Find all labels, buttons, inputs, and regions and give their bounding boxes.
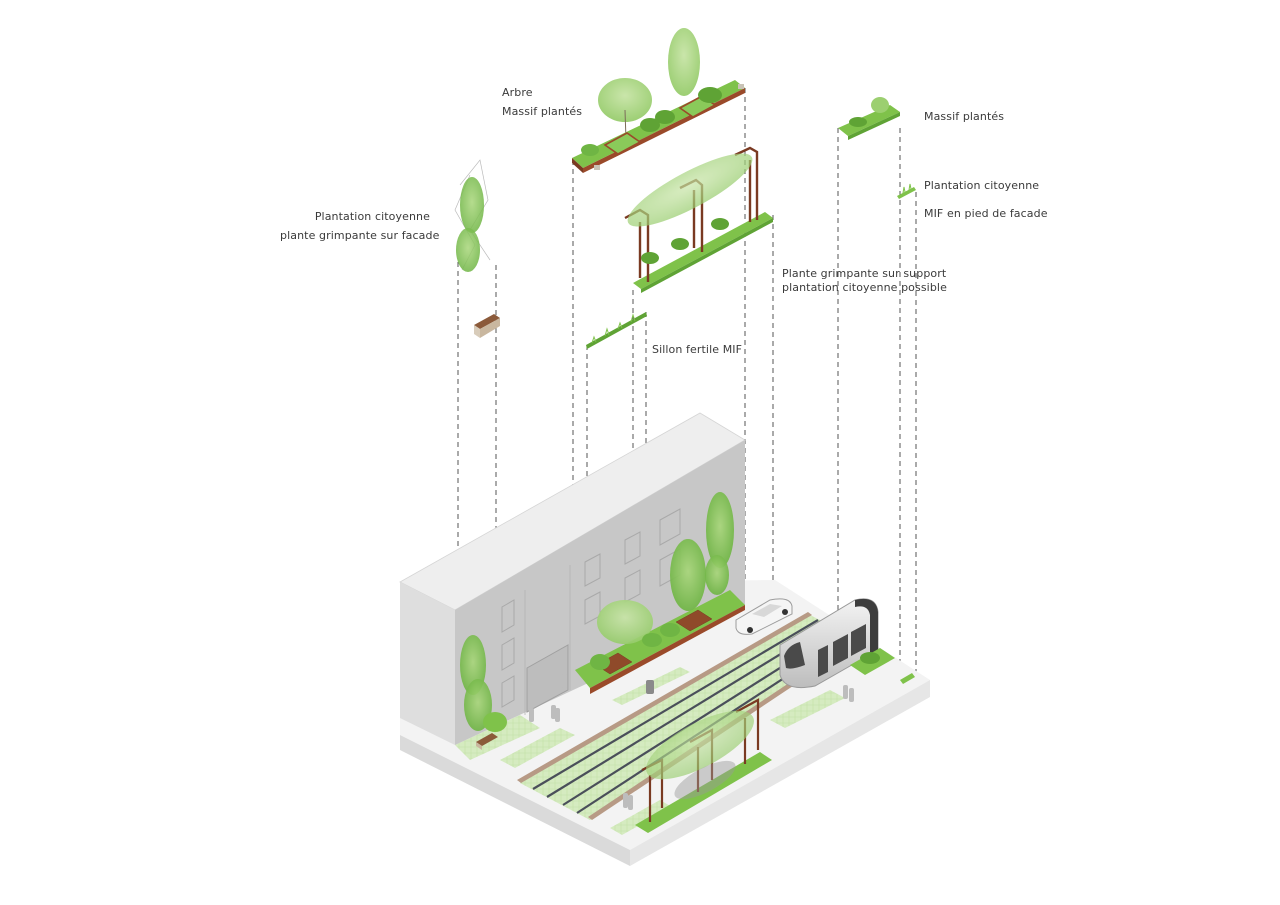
round-tree	[598, 78, 652, 122]
ground-massif-right	[850, 648, 915, 684]
label-line: Plantation citoyenne	[924, 179, 1040, 192]
corner-stone	[594, 165, 600, 170]
pergola-strip-edge	[641, 218, 773, 293]
car	[735, 598, 793, 635]
tree-planter-strip	[572, 28, 745, 173]
window	[501, 637, 515, 671]
pedestrian	[551, 705, 556, 719]
tram-window	[833, 634, 848, 666]
building	[399, 412, 746, 745]
front-paving	[770, 690, 845, 728]
label-massif-right: Massif plantés	[924, 110, 1004, 124]
tall-tree	[668, 28, 700, 96]
window	[624, 569, 641, 603]
ground-pergola	[635, 698, 772, 833]
tram-track-bed	[520, 615, 860, 820]
sidewalk-paving	[455, 715, 540, 760]
window	[624, 531, 641, 565]
label-line: Massif plantés	[502, 105, 583, 118]
window	[584, 553, 601, 587]
pedestrian	[555, 708, 560, 722]
strip-edge-left	[572, 158, 583, 173]
ground-tree	[597, 600, 653, 644]
label-arbre-massif: Arbre Massif plantés	[502, 86, 582, 119]
tram-window	[851, 624, 866, 656]
pedestrian	[562, 674, 567, 688]
ground-tree	[670, 539, 706, 611]
label-line: MIF en pied de facade	[924, 207, 1048, 220]
label-pergola: Plante grimpante sur support plantation …	[782, 267, 947, 295]
cyclist	[646, 680, 654, 694]
bench	[474, 314, 500, 338]
window	[659, 508, 681, 546]
ground-bench	[476, 733, 498, 750]
label-line: Plantation citoyenne	[314, 210, 430, 223]
label-line: Plante grimpante sur support	[782, 267, 947, 280]
pedestrian	[843, 685, 848, 699]
building-side	[400, 582, 455, 745]
track-curb	[517, 612, 812, 783]
ground-slab-edge-left	[400, 735, 630, 866]
label-facade-climber: Plantation citoyenne plante grimpante su…	[280, 210, 440, 243]
label-line: Sillon fertile MIF	[652, 343, 743, 356]
label-sillon: Sillon fertile MIF	[652, 343, 742, 357]
label-line: plante grimpante sur facade	[280, 229, 440, 242]
front-paving	[610, 800, 672, 835]
pedestrian	[623, 793, 628, 808]
pedestrians	[529, 674, 854, 810]
label-line: Massif plantés	[924, 110, 1005, 123]
sidewalk-strip	[500, 728, 575, 768]
pergola-climber-strip	[624, 146, 773, 293]
tree-pit	[603, 132, 642, 155]
corner-stone	[738, 84, 744, 89]
ground-slab-edge-right	[630, 680, 930, 866]
massif-planter-right	[838, 97, 900, 140]
rail	[532, 619, 819, 790]
garage-door	[526, 644, 569, 713]
pedestrian	[529, 708, 534, 722]
window	[501, 599, 515, 633]
mif-facade-strip	[897, 183, 916, 199]
ground-planter-strip	[575, 539, 745, 694]
facade-climber	[454, 159, 491, 272]
pedestrian	[849, 688, 854, 702]
facade-windows	[501, 508, 681, 708]
label-line: plantation citoyenne possible	[782, 281, 947, 294]
window	[501, 675, 515, 708]
sillon-fertile-strip	[586, 312, 647, 349]
label-line: Arbre	[502, 86, 533, 99]
pergola-frame	[734, 146, 759, 220]
tram-door	[818, 645, 828, 677]
label-mif-facade: Plantation citoyenne MIF en pied de faca…	[924, 179, 1048, 221]
street-base	[400, 580, 930, 866]
pedestrian	[628, 795, 633, 810]
bench-seat	[474, 314, 500, 329]
ground-facade-climber	[460, 635, 507, 732]
ground-facade-climber-right	[705, 492, 734, 595]
